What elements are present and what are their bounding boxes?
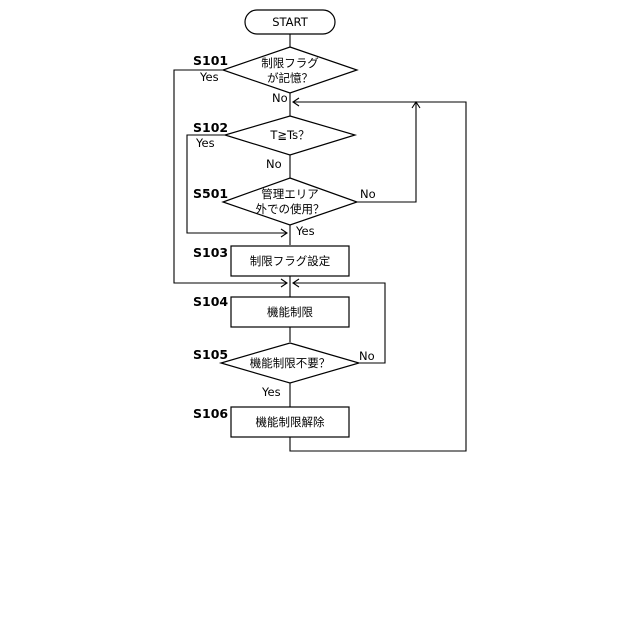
s105-no-label: No bbox=[359, 349, 375, 363]
s501-text-line2: 外での使用？ bbox=[256, 202, 325, 216]
s102-text: T≧Ts？ bbox=[269, 128, 309, 142]
s103-text: 制限フラグ設定 bbox=[250, 254, 331, 268]
s105-yes-label: Yes bbox=[261, 385, 281, 399]
s105-step-label: S105 bbox=[193, 347, 228, 362]
s102-step-label: S102 bbox=[193, 120, 228, 135]
s101-text-line2: が記憶？ bbox=[267, 71, 313, 85]
s106-text: 機能制限解除 bbox=[256, 415, 325, 429]
s104-step-label: S104 bbox=[193, 294, 228, 309]
s102-no-label: No bbox=[266, 157, 282, 171]
s501-text-line1: 管理エリア bbox=[261, 187, 319, 201]
s501-step-label: S501 bbox=[193, 186, 228, 201]
decision-s101 bbox=[223, 47, 357, 93]
start-label: START bbox=[272, 15, 308, 29]
s106-step-label: S106 bbox=[193, 406, 228, 421]
s105-text: 機能制限不要？ bbox=[250, 356, 331, 370]
s101-no-label: No bbox=[272, 91, 288, 105]
s101-yes-label: Yes bbox=[199, 70, 219, 84]
s501-no-label: No bbox=[360, 187, 376, 201]
s102-yes-label: Yes bbox=[195, 136, 215, 150]
s104-text: 機能制限 bbox=[267, 305, 313, 319]
s101-step-label: S101 bbox=[193, 53, 228, 68]
s101-text-line1: 制限フラグ bbox=[261, 56, 319, 70]
s103-step-label: S103 bbox=[193, 245, 228, 260]
s501-yes-label: Yes bbox=[295, 224, 315, 238]
